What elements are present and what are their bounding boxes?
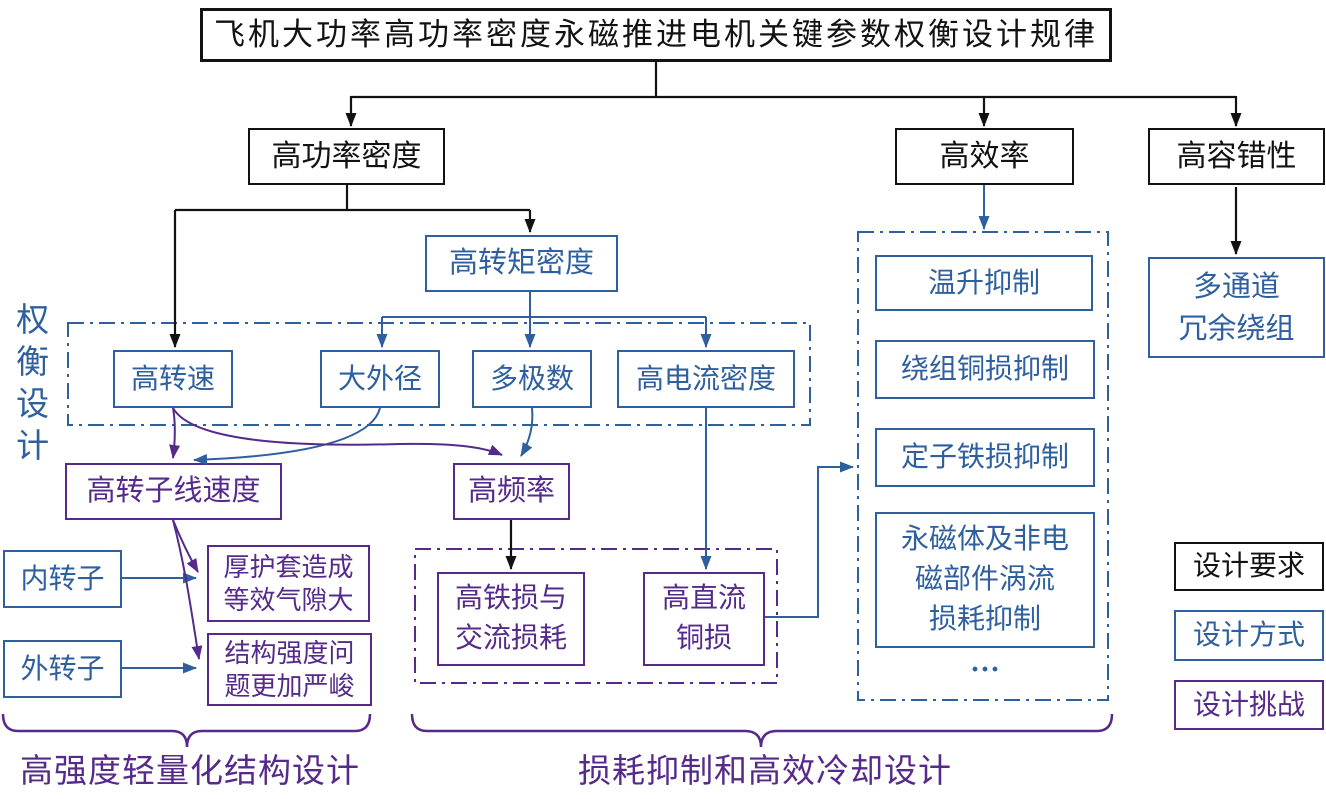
diagram-title: 飞机大功率高功率密度永磁推进电机关键参数权衡设计规律: [200, 8, 1112, 62]
left-brace: [1, 713, 372, 748]
caption-lightweight-structure-design: 高强度轻量化结构设计: [20, 754, 360, 791]
right-brace: [410, 713, 1114, 748]
node-thick-sleeve-airgap: 厚护套造成 等效气隙大: [207, 545, 370, 622]
tradeoff-design-label: 权衡设计: [10, 302, 47, 470]
node-efficiency: 高效率: [895, 128, 1074, 185]
node-high-iron-ac-loss: 高铁损与 交流损耗: [437, 572, 585, 666]
node-temperature-rise-suppression: 温升抑制: [875, 255, 1093, 311]
node-inner-rotor: 内转子: [3, 550, 122, 608]
node-multi-pole: 多极数: [472, 350, 592, 408]
node-stator-iron-loss-suppression: 定子铁损抑制: [875, 428, 1095, 487]
node-high-speed: 高转速: [113, 350, 233, 408]
legend-design-requirement: 设计要求: [1174, 542, 1324, 591]
node-fault-tolerance: 高容错性: [1148, 128, 1325, 185]
node-high-dc-copper-loss: 高直流 铜损: [643, 572, 765, 666]
node-multi-channel-redundant-winding: 多通道 冗余绕组: [1148, 257, 1325, 358]
node-outer-rotor: 外转子: [3, 640, 122, 698]
node-high-current-density: 高电流密度: [617, 350, 795, 408]
ellipsis-more-items: ···: [969, 653, 1000, 687]
caption-loss-suppression-cooling-design: 损耗抑制和高效冷却设计: [578, 754, 952, 791]
node-pm-eddy-loss-suppression: 永磁体及非电 磁部件涡流 损耗抑制: [875, 512, 1095, 648]
brace-group: [1, 713, 1114, 748]
node-large-outer-diameter: 大外径: [320, 350, 440, 408]
node-power-density: 高功率密度: [248, 128, 445, 185]
node-high-frequency: 高频率: [453, 463, 570, 520]
legend-design-challenge: 设计挑战: [1174, 680, 1324, 730]
node-torque-density: 高转矩密度: [425, 235, 618, 292]
node-structural-strength: 结构强度问 题更加严峻: [207, 633, 372, 706]
node-high-rotor-tip-speed: 高转子线速度: [65, 463, 282, 520]
legend-design-method: 设计方式: [1174, 610, 1324, 661]
node-winding-copper-loss-suppression: 绕组铜损抑制: [875, 340, 1095, 399]
